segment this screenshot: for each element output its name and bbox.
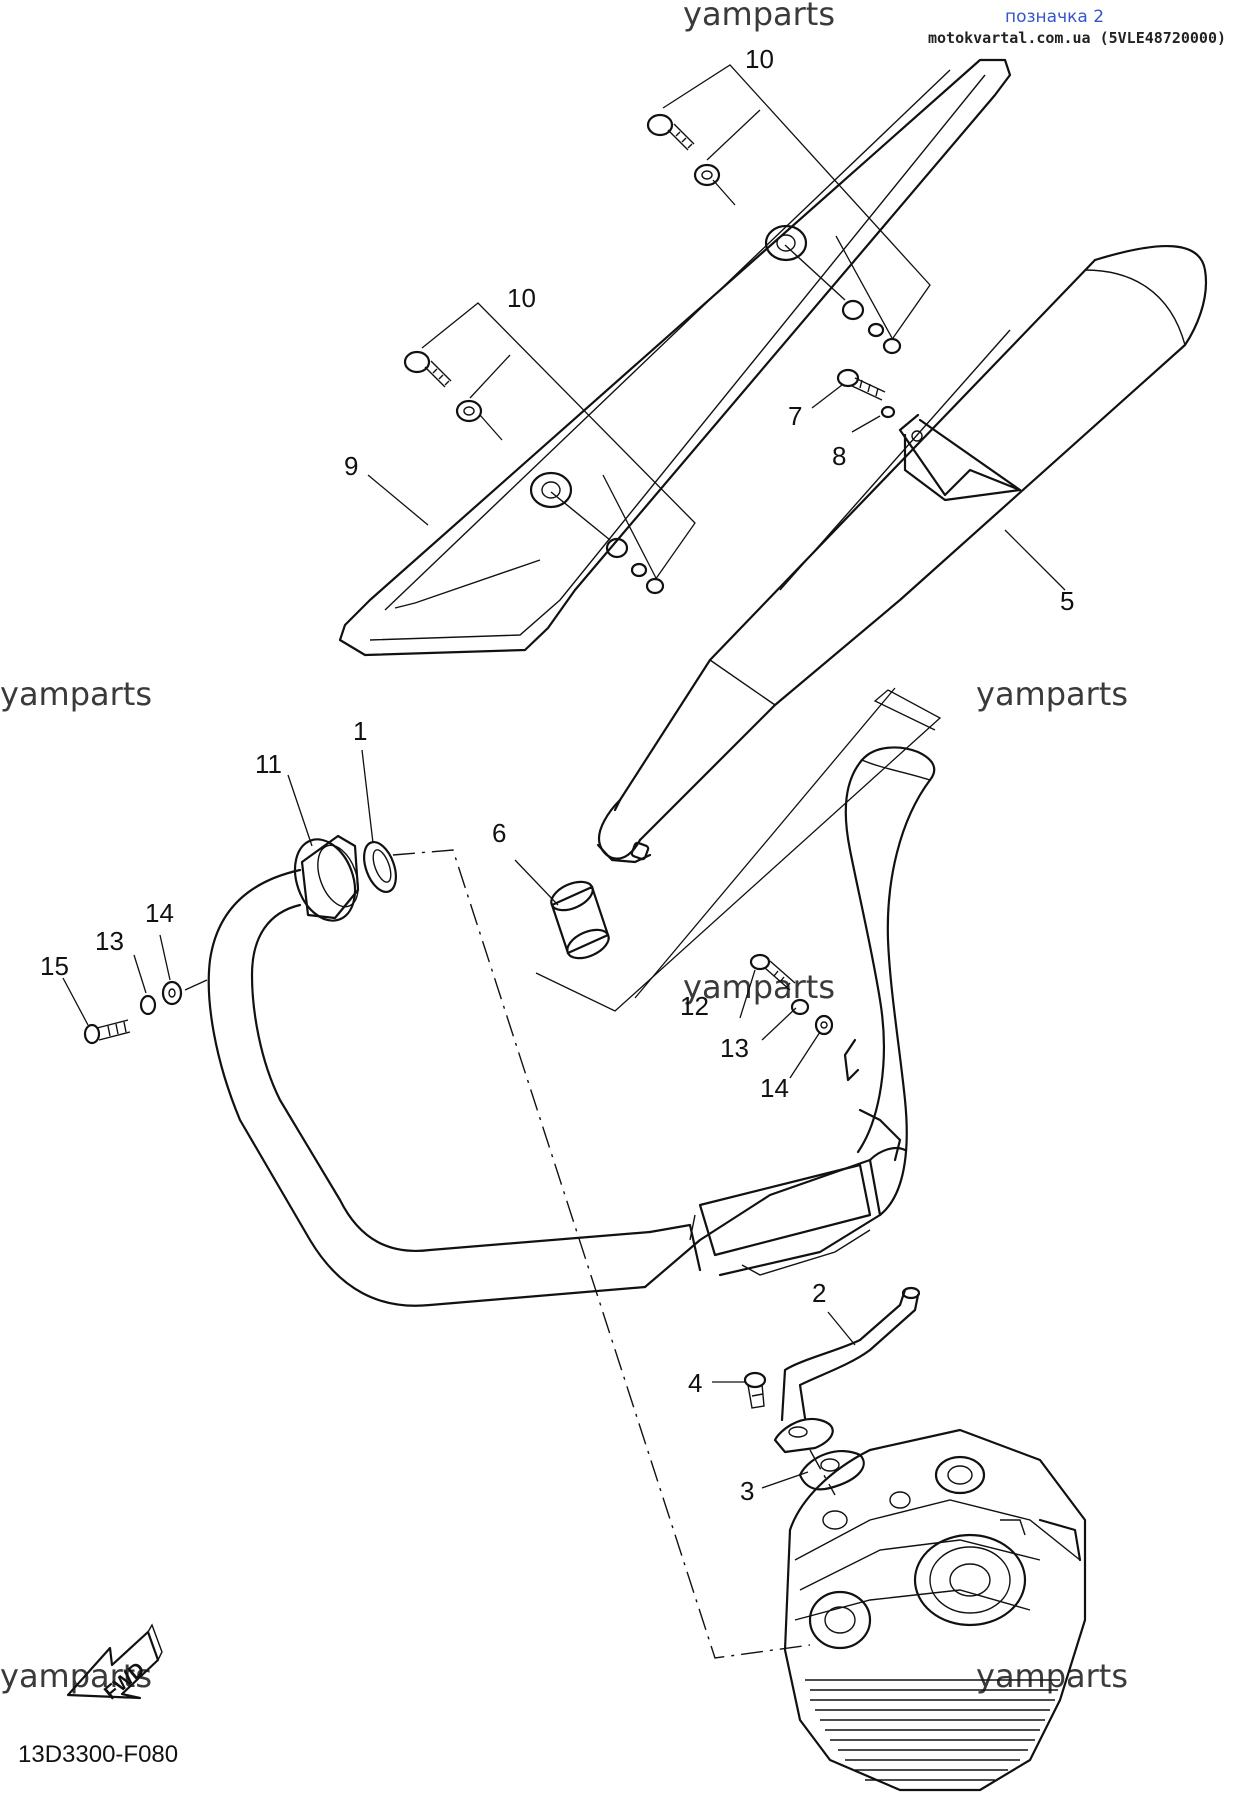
- exhaust-pipe-icon: [207, 746, 936, 1307]
- callout-7: 7: [788, 401, 802, 431]
- washer-icon: [880, 405, 896, 419]
- callout-8: 8: [832, 441, 846, 471]
- callout-6: 6: [492, 818, 506, 848]
- muffler-icon: [596, 245, 1208, 864]
- washer-icon: [455, 163, 902, 595]
- callout-14-right: 14: [760, 1073, 789, 1103]
- cylinder-head-icon: [783, 1428, 1087, 1792]
- callout-10-lower: 10: [507, 283, 536, 313]
- exhaust-pipe-icon: [773, 1286, 921, 1454]
- bolt-icon: [403, 113, 695, 388]
- washer-icon: [139, 980, 834, 1036]
- callout-5: 5: [1060, 586, 1074, 616]
- header-site-code: motokvartal.com.ua (5VLE48720000): [928, 29, 1226, 47]
- gasket-icon: [550, 880, 610, 960]
- bolt-icon: [836, 368, 886, 401]
- callout-14-left: 14: [145, 898, 174, 928]
- watermark: yamparts: [0, 675, 152, 713]
- header-tag: позначка 2: [1005, 7, 1104, 27]
- callout-12: 12: [680, 991, 709, 1021]
- callout-10-upper: 10: [745, 44, 774, 74]
- callout-4: 4: [688, 1368, 702, 1398]
- heat-shield-icon: [338, 58, 1012, 657]
- watermark: yamparts: [976, 1657, 1128, 1695]
- callout-15: 15: [40, 951, 69, 981]
- bolt-icon: [743, 1371, 767, 1409]
- callout-13-right: 13: [720, 1033, 749, 1063]
- diagram-code: 13D3300-F080: [18, 1741, 178, 1768]
- watermark: yamparts: [683, 968, 835, 1006]
- watermark: yamparts: [683, 0, 835, 33]
- callout-13-left: 13: [95, 926, 124, 956]
- gasket-icon: [798, 1450, 865, 1491]
- callout-11: 11: [255, 749, 282, 779]
- callout-2: 2: [812, 1278, 826, 1308]
- callout-9: 9: [344, 451, 358, 481]
- watermark: yamparts: [976, 675, 1128, 713]
- callout-1: 1: [353, 716, 367, 746]
- bolt-icon: [83, 953, 796, 1045]
- callout-3: 3: [740, 1476, 754, 1506]
